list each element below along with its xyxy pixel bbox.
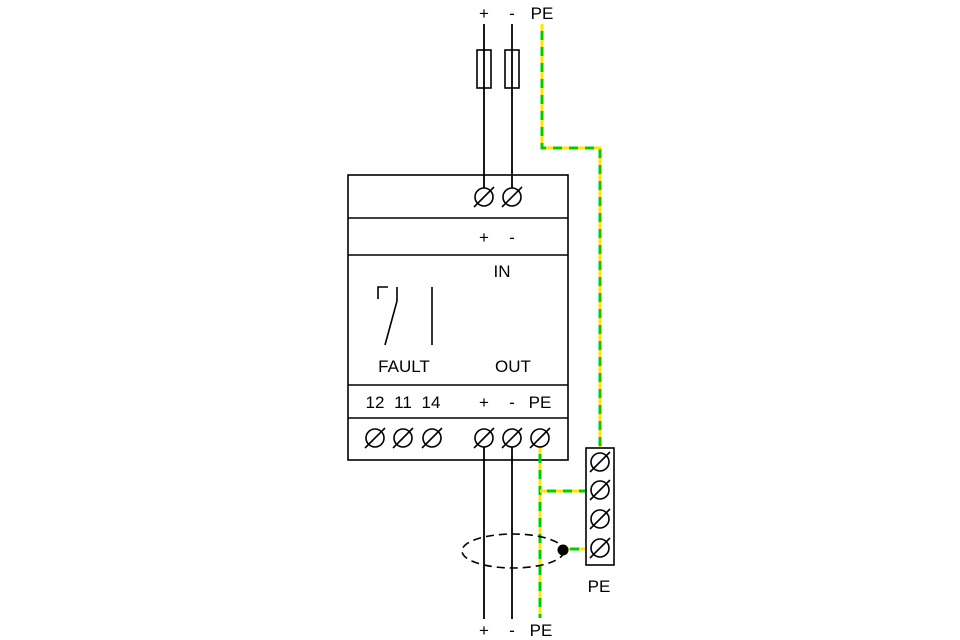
pe-top-run (540, 24, 602, 449)
fault-label: FAULT (378, 357, 430, 376)
out-pe-label: PE (529, 393, 552, 412)
fuses (476, 49, 520, 89)
in-plus-label: + (479, 228, 489, 247)
in-minus-label: - (509, 228, 515, 247)
cable-shield (461, 533, 569, 569)
relay-contact-symbol (377, 286, 433, 346)
cable-shield-ellipse (461, 533, 565, 569)
labels: + - PE + - IN FAULT OUT 12 11 14 + - PE … (366, 4, 611, 640)
supply-wires (483, 24, 513, 189)
relay-nc-hook (377, 286, 388, 299)
earth-block-pe-label: PE (588, 577, 611, 596)
psu-body (347, 174, 569, 461)
load-wires (483, 447, 513, 619)
relay-moving-arm (384, 300, 398, 346)
out-minus-label: - (509, 393, 515, 412)
out-label: OUT (495, 357, 531, 376)
psu-device (347, 174, 569, 461)
earth-terminal-block (585, 447, 615, 566)
shield-bond-dot (557, 544, 569, 556)
supply-pe-label: PE (531, 4, 554, 23)
relay-terminal-14-label: 14 (422, 393, 441, 412)
out-plus-label: + (479, 393, 489, 412)
load-pe-label: PE (530, 621, 553, 640)
load-plus-label: + (479, 621, 489, 640)
fuse-plus (476, 49, 492, 89)
relay-terminal-11-label: 11 (394, 393, 412, 412)
supply-minus-label: - (509, 4, 515, 23)
load-minus-label: - (509, 621, 515, 640)
relay-terminal-12-label: 12 (366, 393, 385, 412)
supply-plus-label: + (479, 4, 489, 23)
in-label: IN (494, 262, 511, 281)
fuse-minus (504, 49, 520, 89)
